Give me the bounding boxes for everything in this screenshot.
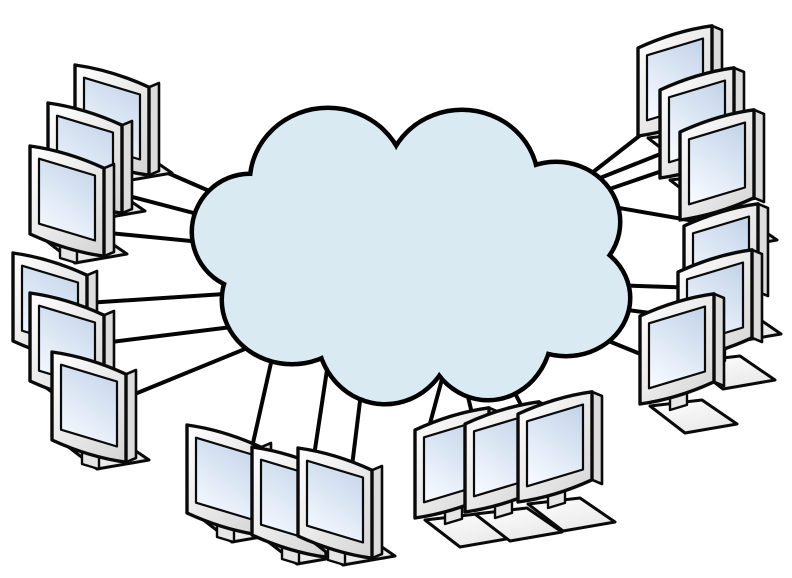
network-link bbox=[101, 323, 250, 345]
computer-monitor bbox=[516, 390, 617, 533]
computer-monitor bbox=[28, 144, 129, 265]
monitor-base bbox=[648, 398, 739, 435]
computer-monitor bbox=[50, 350, 151, 471]
computer-monitor bbox=[296, 446, 397, 567]
cloud-shape bbox=[189, 105, 633, 407]
monitor-screen bbox=[37, 157, 97, 242]
cloud-bump-fill bbox=[250, 152, 550, 352]
monitor-screen bbox=[525, 403, 585, 488]
network-link bbox=[123, 340, 264, 400]
monitor-screen bbox=[647, 305, 707, 390]
monitor-screen bbox=[305, 459, 365, 544]
monitor-screen bbox=[687, 121, 747, 206]
network-link bbox=[84, 291, 242, 305]
computer-monitor bbox=[638, 292, 739, 435]
monitor-screen bbox=[59, 363, 119, 448]
monitors-layer bbox=[11, 24, 783, 567]
